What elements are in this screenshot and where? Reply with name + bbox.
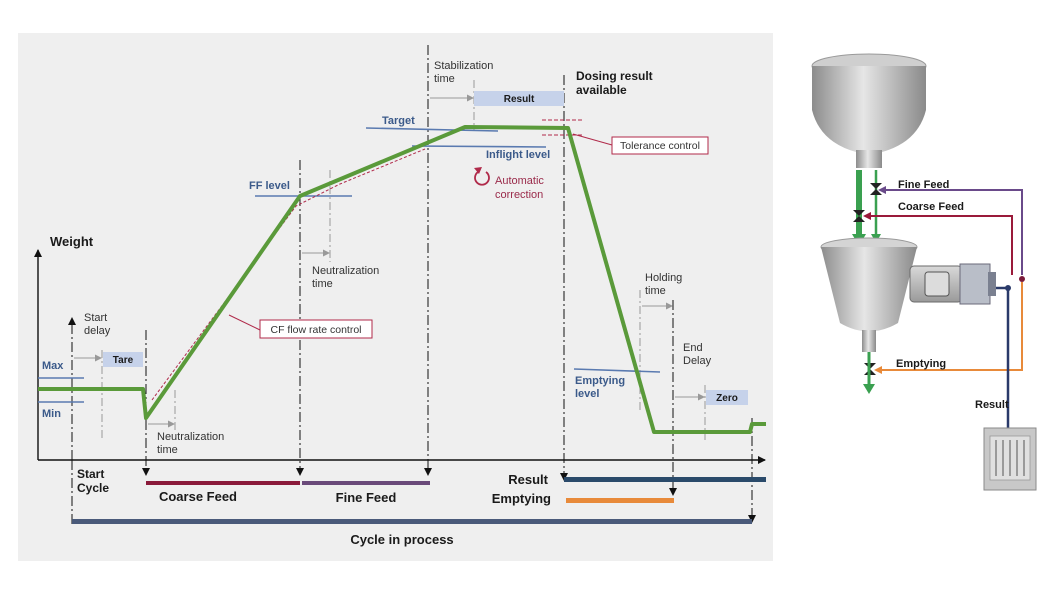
- result-junction-dot: [1005, 285, 1011, 291]
- dosing-result-label-1: Dosing result: [576, 69, 653, 83]
- zero-tag-label: Zero: [716, 393, 738, 404]
- dosing-schematic: [811, 53, 1037, 491]
- correction-arrowhead-icon: [474, 167, 482, 174]
- auto-correction-label-1: Automatic: [495, 175, 544, 187]
- tolerance-callout-box: [611, 136, 709, 155]
- cf-callout-box: [259, 319, 373, 339]
- weight-axis-label: Weight: [50, 234, 94, 249]
- fine-feed-valve-icon: [870, 183, 882, 195]
- emptying-signal-arrow-icon: [874, 366, 882, 374]
- ff-level-label: FF level: [249, 180, 290, 192]
- emptying-stream-arrowhead-icon: [863, 384, 875, 394]
- holding-label-1: Holding: [645, 272, 682, 284]
- fine-feed-signal-arrow-icon: [878, 186, 886, 194]
- emptying-level-label-1: Emptying: [575, 375, 625, 387]
- fine-feed-bar: [302, 481, 430, 485]
- signal-junction-dot: [1019, 276, 1025, 282]
- weigh-hopper-outlet: [862, 330, 876, 352]
- top-hopper-spout: [856, 150, 882, 168]
- duration-arrows: [74, 94, 705, 428]
- top-hopper-body: [812, 66, 926, 152]
- fine-feed-signal-line: [881, 189, 1023, 275]
- neutralization-b-label-1: Neutralization: [312, 265, 379, 277]
- end-delay-label-2: Delay: [683, 355, 712, 367]
- fine-feed-label: Fine Feed: [336, 490, 397, 505]
- neutralization-a-label-1: Neutralization: [157, 431, 224, 443]
- emptying-level-label-2: level: [575, 388, 599, 400]
- tolerance-leader: [572, 133, 613, 146]
- min-level-label: Min: [42, 408, 61, 420]
- helper-lines: [101, 80, 706, 440]
- cf-callout-label: CF flow rate control: [270, 324, 361, 336]
- zero-tag: [706, 390, 748, 405]
- start-delay-label-1: Start: [84, 312, 107, 324]
- stabilization-label-1: Stabilization: [434, 60, 493, 72]
- schematic-fine-feed-label: Fine Feed: [898, 179, 949, 191]
- coarse-feed-label: Coarse Feed: [159, 489, 237, 504]
- emptying-signal-line: [877, 282, 1023, 371]
- emptying-phase-label: Emptying: [492, 491, 551, 506]
- coarse-feed-signal-arrow-icon: [863, 212, 871, 220]
- correction-loop-icon: [474, 171, 490, 186]
- neutralization-a-label-2: time: [157, 444, 178, 456]
- tolerance-callout-label: Tolerance control: [620, 140, 700, 152]
- schematic-result-label: Result: [975, 399, 1009, 411]
- result-phase-label: Result: [508, 472, 548, 487]
- cycle-in-process-label: Cycle in process: [350, 532, 453, 547]
- auto-correction-label-2: correction: [495, 189, 543, 201]
- tare-tag-label: Tare: [113, 355, 134, 366]
- transmitter-connector: [988, 272, 996, 296]
- start-cycle-label-2: Cycle: [77, 481, 109, 495]
- max-level-label: Max: [42, 360, 64, 372]
- holding-label-2: time: [645, 285, 666, 297]
- coarse-feed-signal-line: [866, 215, 1013, 275]
- result-tag-label: Result: [504, 94, 535, 105]
- coarse-feed-bar: [146, 481, 300, 485]
- plc-terminal-rows: [995, 440, 1025, 476]
- load-cell-face: [924, 271, 950, 297]
- result-tag: [474, 91, 564, 106]
- cycle-in-process-bar: [72, 519, 752, 524]
- weight-curve: [38, 125, 766, 434]
- cf-callout-leader: [228, 314, 261, 331]
- dosing-result-label-2: available: [576, 83, 627, 97]
- stabilization-label-2: time: [434, 73, 455, 85]
- schematic-emptying-label: Emptying: [896, 358, 946, 370]
- start-cycle-label-1: Start: [77, 467, 104, 481]
- tare-tag: [103, 352, 143, 367]
- transmitter-body: [959, 263, 991, 305]
- coarse-feed-valve-icon: [853, 210, 865, 222]
- end-delay-label-1: End: [683, 342, 703, 354]
- result-bar: [564, 477, 766, 482]
- inflight-level-label: Inflight level: [486, 149, 550, 161]
- emptying-bar: [566, 498, 674, 503]
- target-level-label: Target: [382, 115, 415, 127]
- weigh-hopper-body: [821, 247, 917, 332]
- neutralization-b-label-2: time: [312, 278, 333, 290]
- schematic-coarse-feed-label: Coarse Feed: [898, 201, 964, 213]
- start-delay-label-2: delay: [84, 325, 111, 337]
